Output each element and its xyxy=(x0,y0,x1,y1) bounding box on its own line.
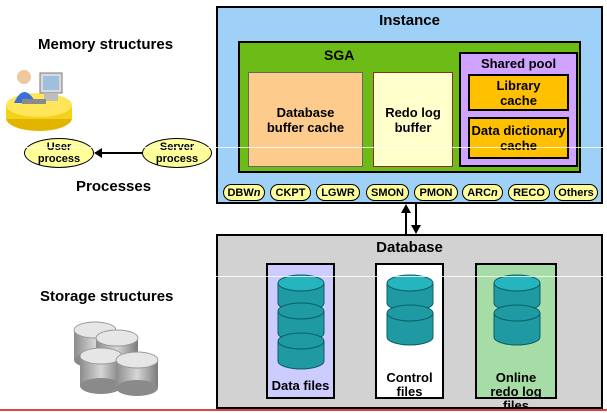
library-cache-label: Library cache xyxy=(496,77,541,108)
user-workstation-icon xyxy=(6,70,72,131)
slide-bottom-rule xyxy=(0,409,607,411)
database-title: Database xyxy=(376,239,443,256)
data-files-label: Data files xyxy=(271,378,330,393)
bg-process-lgwr-label: LGWR xyxy=(321,186,355,199)
bg-process-smon: SMON xyxy=(366,184,409,201)
redo-log-buffer: Redo log buffer xyxy=(373,72,453,167)
bg-process-pmon-label: PMON xyxy=(419,186,453,199)
server-process-label: Server process xyxy=(155,141,199,165)
disk-stack-icon xyxy=(73,321,159,396)
user-process: User process xyxy=(24,138,94,168)
sga-title: SGA xyxy=(324,47,355,63)
database-buffer-cache: Database buffer cache xyxy=(248,72,363,167)
data-dictionary-cache: Data dictionary cache xyxy=(468,117,569,159)
bg-process-others: Others xyxy=(554,184,598,201)
bg-process-pmon: PMON xyxy=(414,184,458,201)
bg-process-ckpt: CKPT xyxy=(270,184,311,201)
slide-guide-line xyxy=(0,147,607,148)
memory-structures-heading: Memory structures xyxy=(38,36,174,53)
sga-box: SGA Database buffer cache Redo log buffe… xyxy=(238,41,581,173)
processes-heading: Processes xyxy=(76,178,152,195)
redo-log-buffer-label: Redo log buffer xyxy=(385,104,441,135)
library-cache: Library cache xyxy=(468,74,569,111)
control-files-label: Control files xyxy=(386,370,433,399)
bg-process-arcn-label: ARCn xyxy=(467,186,498,199)
shared-pool-title: Shared pool xyxy=(480,56,557,71)
database-buffer-cache-label: Database buffer cache xyxy=(266,104,345,135)
instance-box: Instance SGA Database buffer cache Redo … xyxy=(216,6,603,204)
control-files-box: Control files xyxy=(375,263,444,399)
data-files-cylinder-icon xyxy=(277,274,325,370)
instance-title: Instance xyxy=(379,12,440,29)
database-box: Database Data files Control files xyxy=(216,234,603,413)
bg-process-others-label: Others xyxy=(558,186,594,199)
redo-log-files-cylinder-icon xyxy=(493,274,541,346)
bg-process-arcn: ARCn xyxy=(462,184,503,201)
bg-process-reco: RECO xyxy=(508,184,550,201)
bg-process-ckpt-label: CKPT xyxy=(275,186,306,199)
data-files-box: Data files xyxy=(266,263,335,399)
data-dictionary-cache-label: Data dictionary cache xyxy=(471,123,566,153)
bg-process-dbwn: DBWn xyxy=(223,184,265,201)
bg-process-reco-label: RECO xyxy=(513,186,545,199)
user-process-label: User process xyxy=(37,141,81,165)
slide-guide-line-lower xyxy=(216,276,607,277)
storage-structures-heading: Storage structures xyxy=(40,288,174,305)
control-files-cylinder-icon xyxy=(386,274,434,346)
instance-database-arrows xyxy=(401,204,421,234)
bg-process-smon-label: SMON xyxy=(371,186,404,199)
bg-process-lgwr: LGWR xyxy=(316,184,360,201)
bg-process-dbwn-label: DBWn xyxy=(227,186,261,199)
online-redo-log-files-label: Online redo log files xyxy=(490,370,542,413)
shared-pool: Shared pool Library cache Data dictionar… xyxy=(459,52,578,167)
server-process: Server process xyxy=(142,138,212,168)
online-redo-log-files-box: Online redo log files xyxy=(475,263,557,413)
